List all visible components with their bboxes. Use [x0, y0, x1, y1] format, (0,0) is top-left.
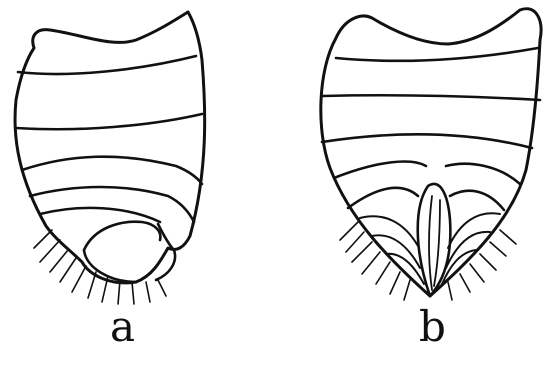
panel-label-a: a	[110, 306, 135, 348]
abdomen-b	[321, 9, 541, 300]
genital-plate-b	[418, 184, 451, 296]
bristles-a	[34, 230, 166, 304]
panel-label-b: b	[419, 306, 446, 348]
segments-a	[16, 56, 202, 222]
outline-a	[15, 12, 205, 283]
terminal-lobe-a	[84, 222, 175, 282]
abdomen-a	[15, 12, 205, 304]
